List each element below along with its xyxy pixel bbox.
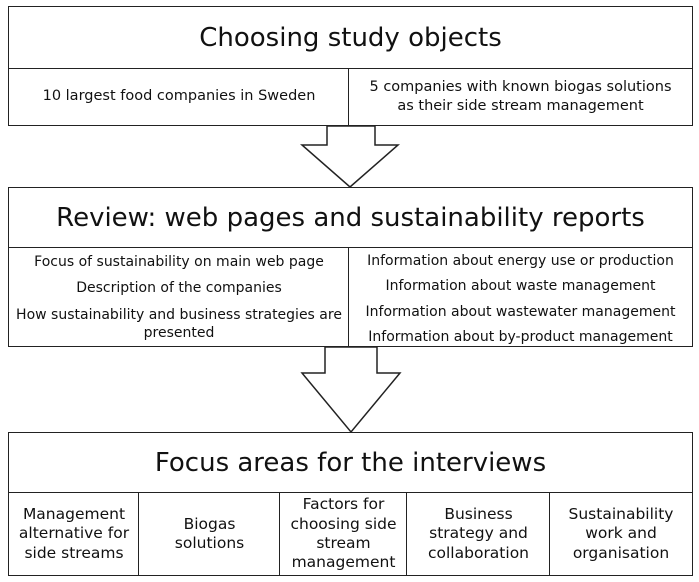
stage1-title-box: Choosing study objects <box>8 6 693 70</box>
focus-area-box: Management alternative for side streams <box>8 492 140 576</box>
stage1-right-box: 5 companies with known biogas solutions … <box>348 68 693 126</box>
stage1-left-text: 10 largest food companies in Sweden <box>42 88 316 105</box>
stage2-left-box: Focus of sustainability on main web page… <box>8 247 350 347</box>
stage1-title: Choosing study objects <box>199 23 502 53</box>
stage2-right-item: Information about energy use or producti… <box>367 253 674 269</box>
focus-area-box: Biogas solutions <box>138 492 281 576</box>
stage1-right-text: 5 companies with known biogas solutions … <box>369 78 672 114</box>
stage2-right-item: Information about by-product management <box>368 329 673 345</box>
focus-area-label: Sustainability work and organisation <box>568 504 674 562</box>
focus-area-label: Biogas solutions <box>174 514 245 552</box>
focus-area-box: Factors for choosing side stream managem… <box>279 492 408 576</box>
stage1-left-box: 10 largest food companies in Sweden <box>8 68 350 126</box>
focus-area-box: Business strategy and collaboration <box>406 492 551 576</box>
stage3-title-box: Focus areas for the interviews <box>8 432 693 494</box>
stage2-title: Review: web pages and sustainability rep… <box>56 203 645 233</box>
focus-area-box: Sustainability work and organisation <box>549 492 693 576</box>
stage2-right-item: Information about waste management <box>385 278 656 294</box>
stage2-right-item: Information about wastewater management <box>365 304 676 320</box>
stage2-left-item: Description of the companies <box>76 280 282 296</box>
stage2-left-item: Focus of sustainability on main web page <box>34 254 324 270</box>
stage2-title-box: Review: web pages and sustainability rep… <box>8 187 693 249</box>
focus-area-label: Business strategy and collaboration <box>428 504 529 562</box>
focus-area-label: Management alternative for side streams <box>18 504 130 562</box>
stage2-right-box: Information about energy use or producti… <box>348 247 693 347</box>
focus-area-label: Factors for choosing side stream managem… <box>290 495 397 572</box>
stage3-title: Focus areas for the interviews <box>154 448 547 478</box>
stage2-left-item: How sustainability and business strategi… <box>16 307 342 342</box>
